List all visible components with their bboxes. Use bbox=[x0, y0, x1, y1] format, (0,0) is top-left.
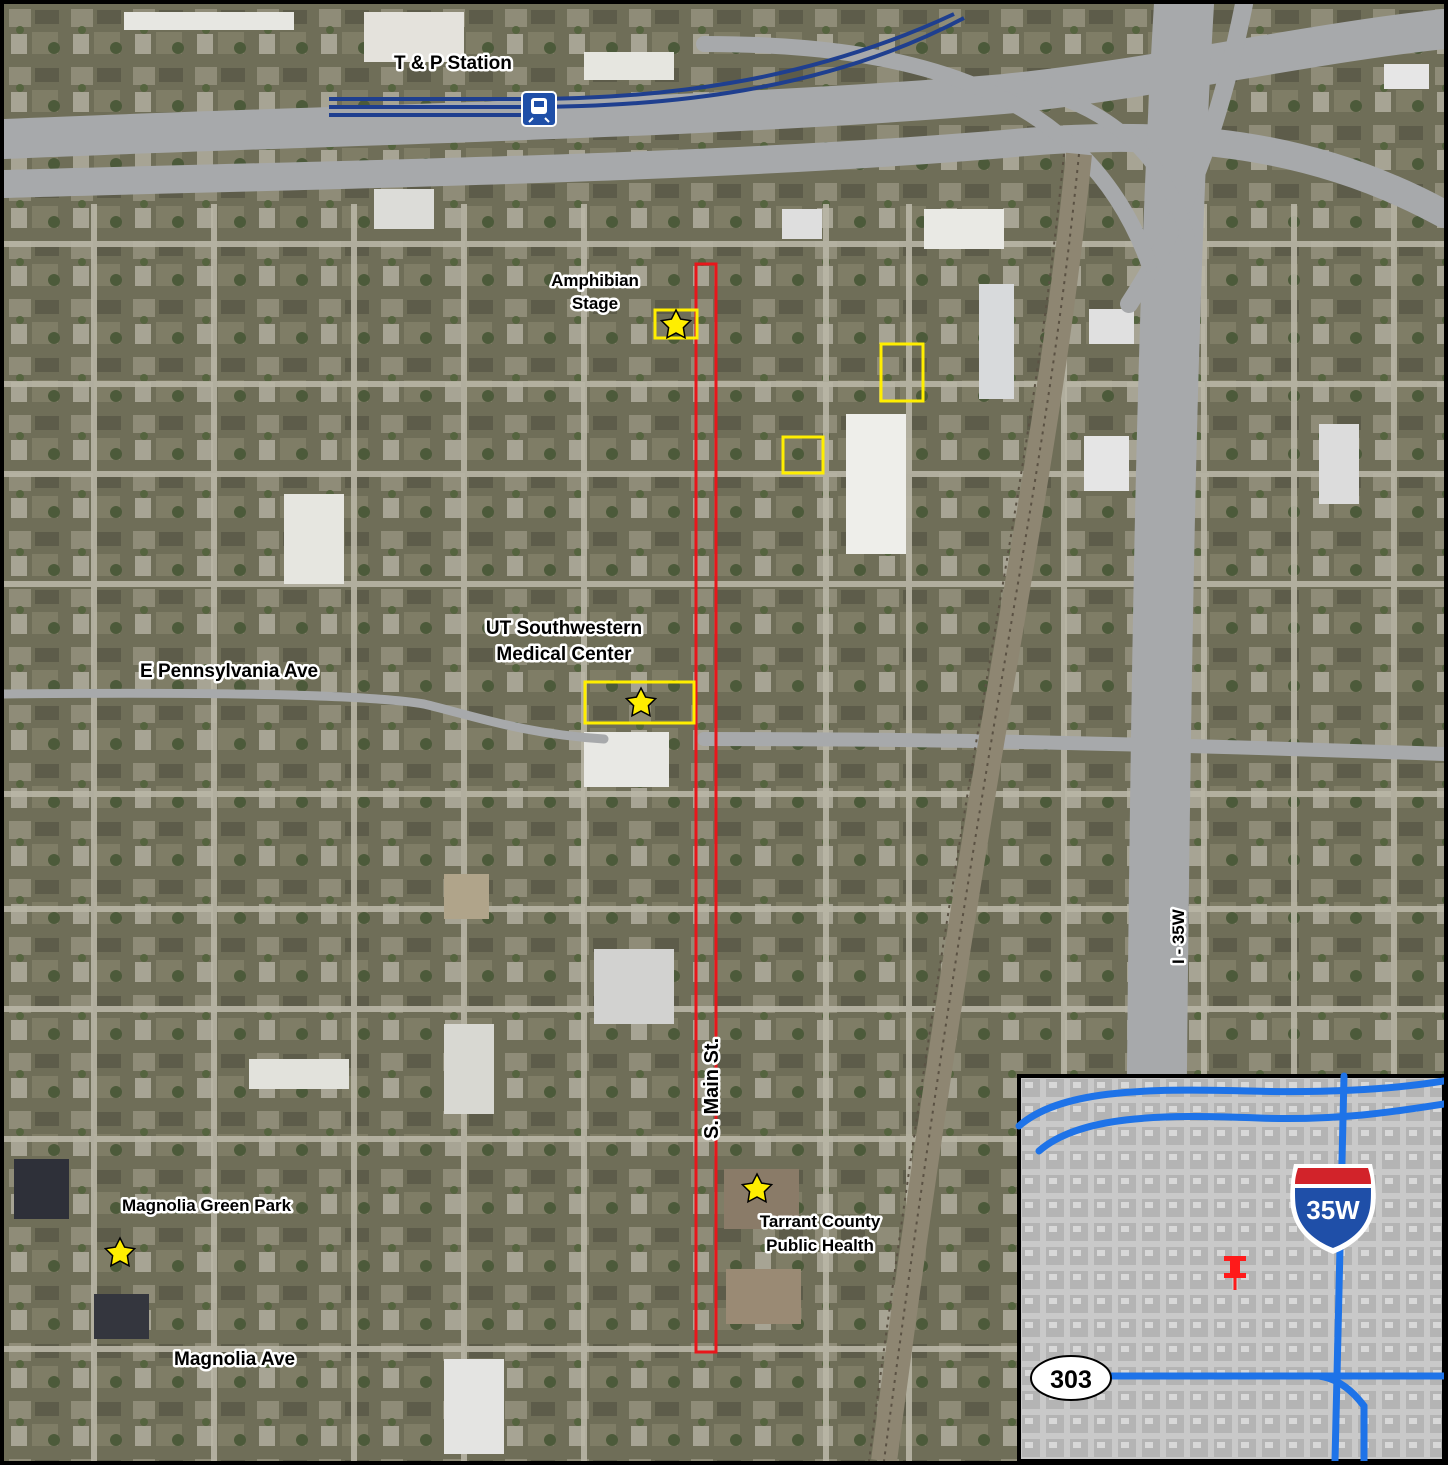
rail-corridor bbox=[868, 152, 1092, 1461]
train-icon[interactable] bbox=[521, 91, 557, 127]
label-amphibian-stage-2: Stage bbox=[572, 294, 618, 313]
shield-35w-text: 35W bbox=[1306, 1195, 1360, 1225]
star-icon[interactable] bbox=[103, 1236, 137, 1268]
aerial-map[interactable]: T & P Station Amphibian Stage UT Southwe… bbox=[4, 4, 1444, 1461]
star-icon[interactable] bbox=[624, 686, 658, 718]
label-e-pennsylvania-ave: E Pennsylvania Ave bbox=[140, 661, 318, 682]
label-tarrant-county-1: Tarrant County bbox=[760, 1212, 881, 1231]
inset-map[interactable]: 35W 303 bbox=[1015, 1072, 1444, 1461]
highlight-utsw[interactable] bbox=[583, 680, 696, 725]
star-icon[interactable] bbox=[659, 308, 693, 340]
highlight-boxes bbox=[583, 308, 925, 725]
label-tarrant-county-2: Public Health bbox=[766, 1236, 874, 1255]
label-utsw-1: UT Southwestern bbox=[486, 618, 642, 639]
route-303-text: 303 bbox=[1050, 1366, 1092, 1394]
map-labels: T & P Station Amphibian Stage UT Southwe… bbox=[120, 51, 1191, 1373]
label-amphibian-stage-1: Amphibian bbox=[551, 271, 639, 290]
inset-roads bbox=[1015, 1072, 1444, 1461]
label-i-35w: I - 35W bbox=[1169, 908, 1188, 964]
state-route-303: 303 bbox=[1030, 1355, 1112, 1401]
interstate-shield-35w: 35W bbox=[1290, 1164, 1376, 1254]
label-tp-station: T & P Station bbox=[394, 53, 512, 74]
commuter-rail bbox=[329, 12, 965, 117]
star-icon[interactable] bbox=[740, 1172, 774, 1204]
label-utsw-2: Medical Center bbox=[496, 644, 632, 665]
poi-stars bbox=[103, 308, 774, 1268]
label-magnolia-ave: Magnolia Ave bbox=[174, 1349, 295, 1370]
label-s-main-st: S. Main St. bbox=[701, 1038, 723, 1139]
s-main-corridor[interactable] bbox=[694, 262, 718, 1354]
pushpin-icon[interactable] bbox=[1224, 1256, 1246, 1290]
label-magnolia-green-park: Magnolia Green Park bbox=[122, 1196, 292, 1215]
highlight-site-east-1[interactable] bbox=[879, 342, 925, 403]
highlight-site-east-2[interactable] bbox=[781, 435, 825, 475]
buildings bbox=[14, 12, 1429, 1454]
